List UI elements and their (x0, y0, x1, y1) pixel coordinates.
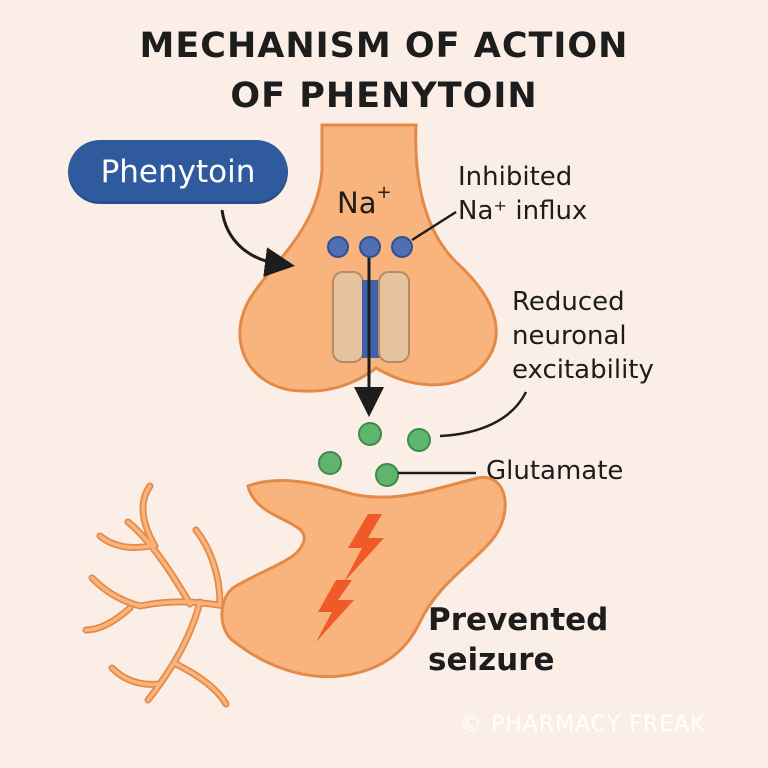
sodium-charge: + (376, 182, 392, 204)
prevented-seizure-label: Prevented seizure (428, 600, 608, 680)
sodium-channel-pore (362, 280, 380, 358)
reduced-excitability-label: Reduced neuronal excitability (512, 285, 654, 387)
reduced-line-2: neuronal (512, 321, 627, 351)
glutamate-label: Glutamate (486, 456, 624, 486)
sodium-ion (359, 236, 381, 258)
watermark: © PHARMACY FREAK (460, 712, 706, 737)
inhibited-influx-label: Inhibited Na⁺ influx (458, 160, 587, 228)
drug-arrow (220, 209, 295, 278)
glutamate-vesicle (375, 463, 399, 487)
prevented-line-1: Prevented (428, 602, 609, 638)
lightning-bolt (316, 580, 354, 642)
dendrite-tips (84, 484, 247, 706)
inhibited-line-2: Na⁺ influx (458, 196, 588, 226)
sodium-ion (327, 236, 349, 258)
glutamate-vesicle (318, 451, 342, 475)
sodium-ion-label: Na+ (337, 182, 392, 220)
title-line-1: MECHANISM OF ACTION (139, 26, 629, 66)
excitability-connector (439, 391, 528, 438)
sodium-channel-left (332, 271, 364, 363)
lightning-bolt (344, 514, 384, 582)
glutamate-vesicle (358, 422, 382, 446)
inhibited-line-1: Inhibited (458, 162, 573, 192)
phenytoin-drug-label: Phenytoin (68, 140, 288, 204)
reduced-line-1: Reduced (512, 287, 625, 317)
sodium-channel-right (378, 271, 410, 363)
postsynaptic-neuron (220, 476, 507, 679)
glutamate-vesicle (407, 428, 431, 452)
prevented-line-2: seizure (428, 642, 555, 678)
sodium-symbol: Na (337, 186, 377, 220)
reduced-line-3: excitability (512, 355, 654, 385)
inhibited-connector (411, 210, 457, 242)
phenytoin-text: Phenytoin (100, 154, 256, 190)
title-line-2: OF PHENYTOIN (230, 76, 538, 116)
sodium-ion (391, 236, 413, 258)
